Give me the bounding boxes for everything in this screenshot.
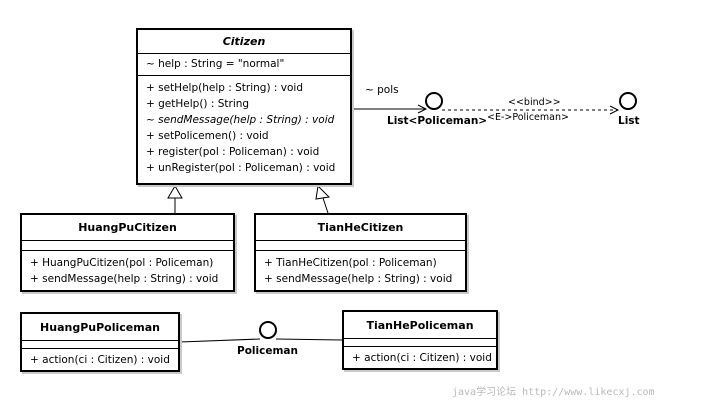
bind-stereotype-label: <<bind>> xyxy=(508,97,561,108)
citizen-op-gethelp: + getHelp() : String xyxy=(146,98,250,110)
tianhe-policeman-realization-line xyxy=(275,338,343,341)
policeman-interface-label: Policeman xyxy=(237,345,298,357)
huangpu-policeman-op-action: + action(ci : Citizen) : void xyxy=(30,354,170,366)
bind-parameter-label: <E->Policeman> xyxy=(487,112,569,123)
tianhe-policeman-attributes xyxy=(344,339,496,347)
huangpu-citizen-attributes xyxy=(22,241,233,251)
tianhe-citizen-operations: + TianHeCitizen(pol : Policeman) + sendM… xyxy=(256,251,465,288)
tianhe-policeman-class[interactable]: TianHePoliceman + action(ci : Citizen) :… xyxy=(342,310,498,370)
citizen-op-unregister: + unRegister(pol : Policeman) : void xyxy=(146,162,336,174)
pols-association-arrowhead xyxy=(417,104,428,114)
huangpu-policeman-attributes xyxy=(22,341,178,349)
tianhe-citizen-op-sendmessage: + sendMessage(help : String) : void xyxy=(264,273,453,285)
site-watermark: java学习论坛 http://www.likecxj.com xyxy=(452,387,655,398)
huangpu-policeman-class-name: HuangPuPoliceman xyxy=(22,314,178,341)
huangpu-citizen-operations: + HuangPuCitizen(pol : Policeman) + send… xyxy=(22,251,233,288)
tianhe-generalization-arrowhead xyxy=(315,184,331,200)
citizen-op-setpolicemen: + setPolicemen() : void xyxy=(146,130,269,142)
pols-role-label: ~ pols xyxy=(365,84,399,96)
huangpu-citizen-class[interactable]: HuangPuCitizen + HuangPuCitizen(pol : Po… xyxy=(20,213,235,292)
citizen-op-sethelp: + setHelp(help : String) : void xyxy=(146,82,303,94)
tianhe-citizen-op-constructor: + TianHeCitizen(pol : Policeman) xyxy=(264,257,437,269)
huangpu-policeman-operations: + action(ci : Citizen) : void xyxy=(22,349,178,369)
citizen-op-register: + register(pol : Policeman) : void xyxy=(146,146,320,158)
huangpu-citizen-class-name: HuangPuCitizen xyxy=(22,215,233,241)
tianhe-policeman-class-name: TianHePoliceman xyxy=(344,312,496,339)
tianhe-generalization-line xyxy=(322,197,329,214)
huangpu-generalization-arrowhead xyxy=(167,185,183,199)
citizen-attribute-help: ~ help : String = "normal" xyxy=(146,58,285,70)
tianhe-citizen-class-name: TianHeCitizen xyxy=(256,215,465,241)
tianhe-policeman-operations: + action(ci : Citizen) : void xyxy=(344,347,496,367)
citizen-op-sendmessage: ~ sendMessage(help : String) : void xyxy=(146,114,335,126)
list-policeman-interface-label: List<Policeman> xyxy=(387,115,488,127)
tianhe-citizen-class[interactable]: TianHeCitizen + TianHeCitizen(pol : Poli… xyxy=(254,213,467,292)
huangpu-policeman-realization-line xyxy=(179,338,261,343)
citizen-class[interactable]: Citizen ~ help : String = "normal" + set… xyxy=(136,28,352,185)
bind-dependency-arrowhead xyxy=(609,105,620,115)
huangpu-policeman-class[interactable]: HuangPuPoliceman + action(ci : Citizen) … xyxy=(20,312,180,372)
citizen-operations: + setHelp(help : String) : void + getHel… xyxy=(138,76,350,177)
tianhe-policeman-op-action: + action(ci : Citizen) : void xyxy=(352,352,492,364)
list-interface-label: List xyxy=(618,115,640,127)
huangpu-citizen-op-sendmessage: + sendMessage(help : String) : void xyxy=(30,273,219,285)
list-interface-icon xyxy=(619,92,637,110)
policeman-interface-icon xyxy=(259,321,277,339)
citizen-attributes: ~ help : String = "normal" xyxy=(138,54,350,76)
tianhe-citizen-attributes xyxy=(256,241,465,251)
huangpu-citizen-op-constructor: + HuangPuCitizen(pol : Policeman) xyxy=(30,257,214,269)
citizen-class-name: Citizen xyxy=(138,30,350,54)
list-policeman-interface-icon xyxy=(425,92,443,110)
